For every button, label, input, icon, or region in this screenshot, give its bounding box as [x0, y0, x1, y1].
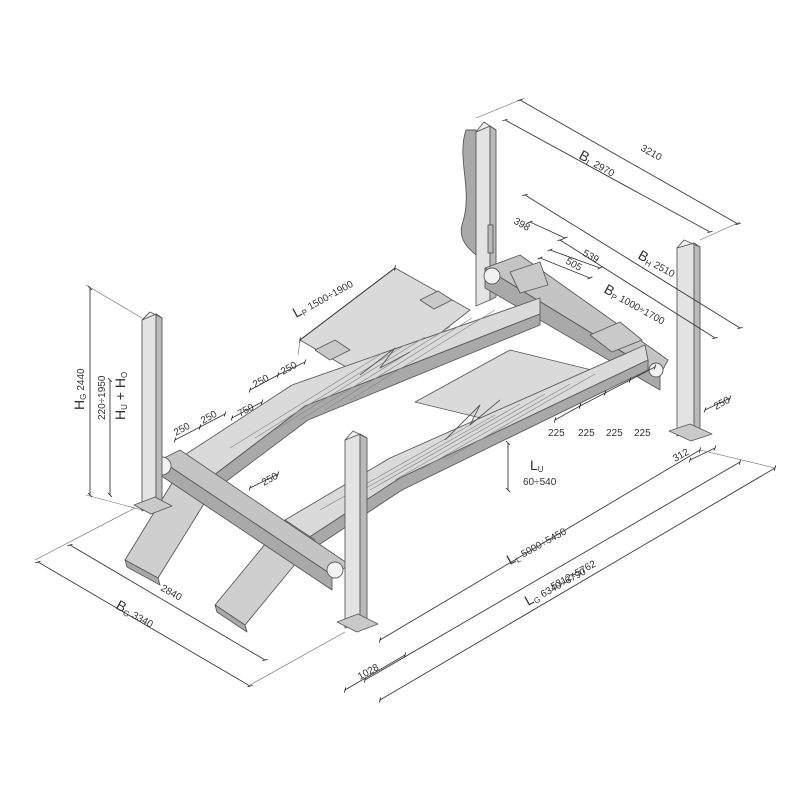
label-ll: LL5000÷5450 [504, 522, 570, 569]
label-250-d: 250 [279, 360, 299, 378]
label-250-c: 250 [251, 373, 271, 391]
svg-text:LU: LU [530, 457, 544, 474]
label-250-right: 250 [712, 395, 732, 413]
label-225-b: 225 [578, 428, 595, 439]
svg-text:LL5000÷5450: LL5000÷5450 [504, 522, 570, 569]
svg-text:HU + HO: HU + HO [112, 372, 129, 420]
front-right-post [336, 430, 379, 633]
label-1028: 1028 [356, 662, 381, 683]
label-250-b: 250 [199, 409, 219, 427]
svg-text:HG2440: HG2440 [71, 368, 88, 410]
svg-text:BG3340: BG3340 [113, 597, 157, 632]
label-hg: HG2440 [71, 368, 88, 410]
svg-text:BH2510: BH2510 [635, 247, 679, 282]
label-hu-range: 220÷1950 [97, 375, 108, 420]
label-bh: BH2510 [635, 247, 679, 282]
label-hu-ho: HU + HO [112, 372, 129, 420]
label-250-a: 250 [172, 421, 192, 439]
label-312: 312 [671, 447, 691, 465]
lift-drawing [124, 121, 713, 633]
label-2840: 2840 [159, 583, 184, 604]
svg-text:BL2970: BL2970 [576, 147, 619, 181]
label-overall-width: 3210 [639, 143, 664, 164]
rear-left-post [460, 121, 497, 307]
label-225-a: 225 [548, 428, 565, 439]
label-lu: LU 60÷540 [523, 457, 557, 488]
label-250-e: 250 [260, 471, 280, 489]
label-225-c: 225 [606, 428, 623, 439]
label-225-d: 225 [634, 428, 651, 439]
front-left-post [133, 311, 173, 515]
dimension-labels: 3210 BL2970 BH2510 BP1000÷1700 LP1500÷19… [71, 143, 732, 683]
label-505: 505 [564, 256, 584, 274]
label-bg: BG3340 [113, 597, 157, 632]
svg-text:60÷540: 60÷540 [523, 477, 557, 488]
label-398: 398 [512, 216, 532, 234]
label-bl: BL2970 [576, 147, 619, 181]
dimension-lines [34, 97, 777, 703]
